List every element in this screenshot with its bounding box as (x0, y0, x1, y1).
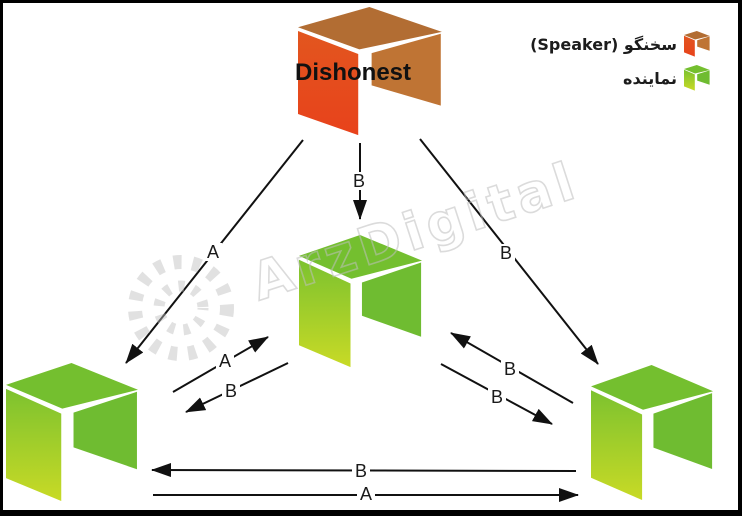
arrow-label-speaker-to-left: A (203, 243, 223, 261)
arrow-label-speaker-to-right: B (496, 244, 516, 262)
arrow-label-left-to-center: A (215, 352, 235, 370)
speaker-mini-logo-icon (684, 31, 710, 57)
speaker-label: Dishonest (295, 59, 412, 86)
delegate-mini-logo-icon (684, 65, 710, 91)
legend-delegate-label: نماینده (623, 68, 677, 88)
delegate-node-right (591, 365, 714, 502)
legend-item-speaker: سخنگو (Speaker) (530, 31, 710, 57)
arrow-label-bottom-right-to-left: B (351, 462, 371, 480)
watermark-emblem (128, 255, 234, 361)
delegate-node-center (299, 235, 423, 369)
arrow-label-center-to-left: B (221, 382, 241, 400)
delegate-node-left (6, 363, 139, 503)
arrow-label-center-to-right: B (487, 388, 507, 406)
legend: سخنگو (Speaker) نماینده (530, 31, 710, 99)
arrow-label-speaker-to-center: B (349, 172, 369, 190)
arrow-label-bottom-left-to-right: A (356, 485, 376, 503)
legend-item-delegate: نماینده (530, 65, 710, 91)
legend-speaker-label: سخنگو (Speaker) (530, 34, 677, 54)
arrow-label-right-to-center: B (500, 360, 520, 378)
